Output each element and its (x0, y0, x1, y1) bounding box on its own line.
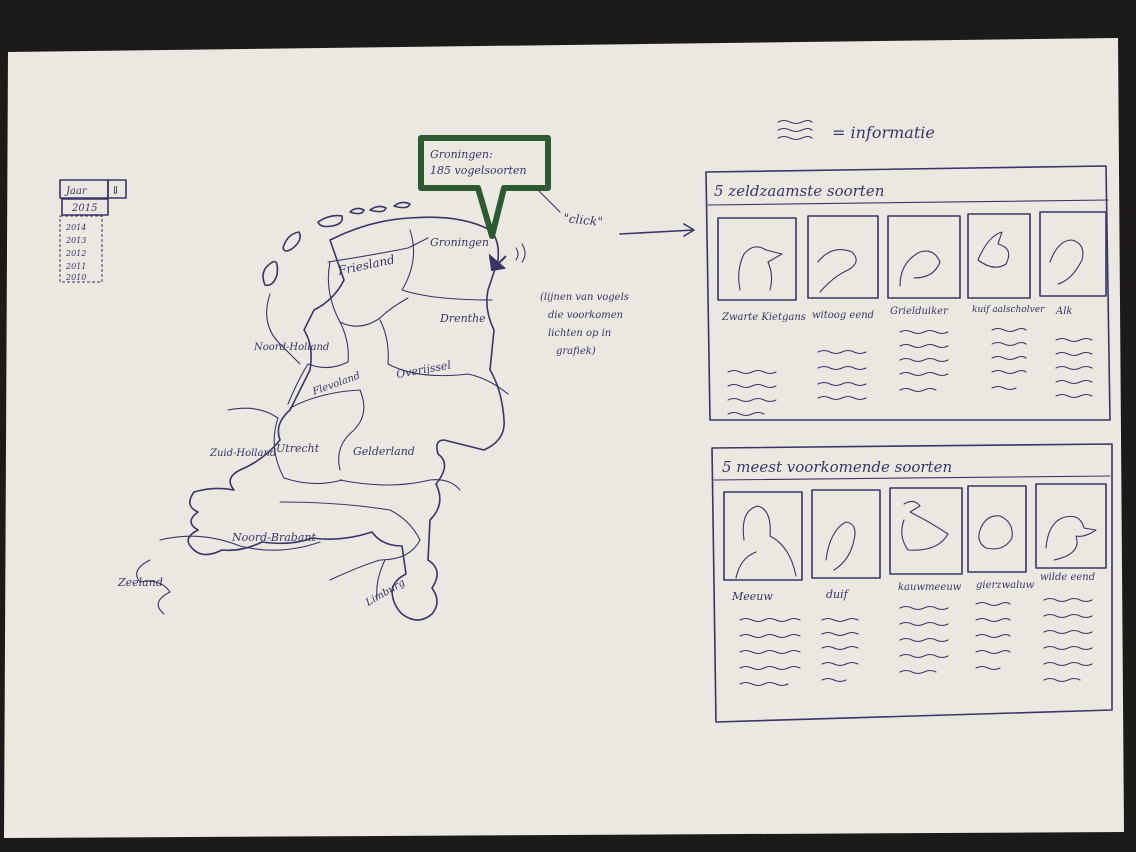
common-panel-title: 5 meest voorkomende soorten (722, 458, 952, 476)
year-option[interactable]: 2014 (65, 223, 86, 232)
common-bird-card[interactable]: duif (811, 489, 881, 601)
province-label-zuid-holland[interactable]: Zuid-Holland (209, 448, 276, 459)
side-note-line: die voorkomen (548, 310, 623, 321)
common-bird-name: Meeuw (731, 590, 773, 603)
info-legend: = informatie (777, 119, 935, 142)
rare-bird-name: Alk (1055, 306, 1072, 317)
legend-label: = informatie (832, 123, 935, 142)
year-option[interactable]: 2012 (65, 249, 86, 258)
island (317, 214, 344, 228)
year-option[interactable]: 2013 (65, 236, 86, 245)
tooltip-species-count: 185 vogelsoorten (430, 164, 527, 177)
chevron-down-icon: ⇓ (111, 184, 120, 197)
year-options-list: 2014 2013 2012 2011 2010 (59, 215, 103, 283)
rare-bird-card[interactable]: witoog eend (807, 215, 879, 321)
side-note-line: (lijnen van vogels (540, 292, 629, 303)
province-label-noord-brabant[interactable]: Noord-Brabant (231, 531, 316, 544)
province-label-utrecht[interactable]: Utrecht (276, 442, 320, 455)
island (349, 207, 365, 215)
paper-sheet (4, 38, 1124, 838)
common-bird-name: gierzwaluw (976, 580, 1035, 591)
side-note-line: lichten op in (548, 328, 611, 339)
rare-bird-card[interactable]: Alk (1039, 211, 1107, 317)
rare-bird-name: kuif aalscholver (972, 305, 1045, 315)
year-dropdown[interactable]: Jaar ⇓ (59, 179, 127, 199)
province-label-gelderland[interactable]: Gelderland (353, 445, 415, 458)
common-bird-name: duif (826, 588, 850, 601)
year-option-selected[interactable]: 2015 (61, 198, 109, 216)
rare-bird-card[interactable]: kuif aalscholver (967, 213, 1045, 315)
year-option[interactable]: 2010 (65, 273, 86, 282)
province-tooltip: Groningen: 185 vogelsoorten (418, 135, 551, 239)
rare-bird-card[interactable]: Zwarte Kietgans (717, 217, 806, 323)
side-annotation: (lijnen van vogels die voorkomen lichten… (540, 292, 629, 357)
click-annotation: "click" (563, 211, 604, 229)
rare-bird-card[interactable]: Grielduiker (887, 215, 961, 317)
info-text-placeholder (727, 327, 1093, 417)
province-label-zeeland[interactable]: Zeeland (117, 576, 163, 589)
year-selected-value: 2015 (71, 203, 97, 214)
province-label-drenthe[interactable]: Drenthe (439, 312, 486, 325)
common-bird-name: wilde eend (1040, 572, 1095, 583)
info-text-placeholder (739, 597, 1093, 687)
rare-panel-title: 5 zeldzaamste soorten (714, 182, 884, 200)
arrow-right-icon (619, 223, 695, 237)
common-bird-name: kauwmeeuw (898, 582, 962, 593)
common-bird-card[interactable]: gierzwaluw (967, 485, 1035, 591)
common-bird-card[interactable]: wilde eend (1035, 483, 1107, 583)
common-bird-card[interactable]: Meeuw (723, 491, 803, 603)
common-species-panel: 5 meest voorkomende soorten (711, 443, 1113, 723)
year-dropdown-label: Jaar (64, 186, 88, 197)
rare-bird-name: Grielduiker (890, 306, 949, 317)
island (393, 201, 411, 209)
side-note-line: grafiek) (556, 346, 596, 357)
common-bird-card[interactable]: kauwmeeuw (889, 487, 963, 593)
island (282, 231, 301, 252)
rare-species-panel: 5 zeldzaamste soorten (705, 165, 1111, 421)
island (369, 205, 387, 213)
province-label-noord-holland[interactable]: Noord-Holland (253, 342, 329, 353)
cursor-icon (488, 243, 526, 272)
tooltip-province: Groningen: (430, 148, 493, 161)
rare-bird-name: witoog eend (812, 310, 874, 321)
year-option[interactable]: 2011 (65, 262, 86, 271)
island (262, 260, 279, 287)
province-label-groningen[interactable]: Groningen (430, 236, 489, 249)
rare-bird-name: Zwarte Kietgans (721, 312, 806, 323)
